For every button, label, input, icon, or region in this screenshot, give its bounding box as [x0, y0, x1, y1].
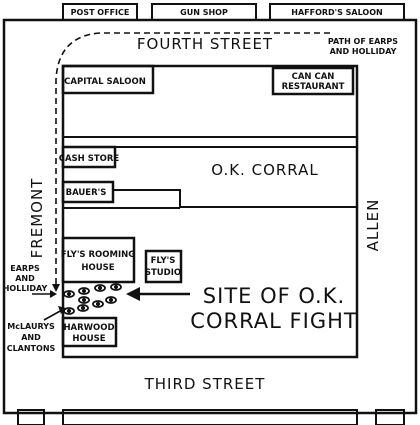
earps-path	[55, 32, 330, 288]
site-line2: CORRAL FIGHT	[190, 309, 357, 333]
bauers-label: BAUER'S	[66, 188, 107, 198]
flys-rooming-line2: HOUSE	[81, 263, 114, 273]
ok-corral-label: O.K. CORRAL	[211, 161, 318, 179]
flys-studio-line1: FLY'S	[151, 256, 176, 266]
can-can-line1: CAN CAN	[292, 72, 335, 82]
mclaurys-arrowhead	[58, 306, 66, 314]
earps-line2: AND	[15, 274, 35, 283]
combatant-figures	[63, 283, 122, 315]
capital-saloon-label: CAPITAL SALOON	[64, 77, 146, 87]
mclaurys-line2: AND	[21, 333, 41, 342]
building-gun-shop	[151, 3, 257, 21]
harwood-line1: HARWOOD	[63, 323, 114, 333]
building-bottom-right	[375, 409, 405, 425]
inner-block	[61, 64, 359, 359]
post-office-label: POST OFFICE	[71, 8, 130, 17]
site-line1: SITE OF O.K.	[203, 284, 345, 308]
third-street-label: THIRD STREET	[144, 375, 266, 393]
mclaurys-line1: McLAURYS	[7, 322, 55, 331]
building-flys-rooming-house	[61, 236, 136, 284]
flys-studio-line2: STUDIO	[145, 268, 181, 278]
building-bauers	[61, 180, 115, 204]
path-note-line2: AND HOLLIDAY	[330, 47, 397, 56]
earps-path-arrowhead	[52, 284, 60, 292]
building-capital-saloon	[61, 64, 155, 95]
building-bottom-left	[17, 409, 45, 425]
building-post-office	[62, 3, 138, 21]
building-flys-studio	[144, 249, 183, 284]
building-bottom-middle	[62, 409, 358, 425]
fourth-street-label: FOURTH STREET	[137, 35, 273, 53]
haffords-saloon-label: HAFFORD'S SALOON	[291, 8, 382, 17]
earps-line1: EARPS	[10, 264, 40, 273]
building-can-can	[271, 66, 355, 96]
gun-shop-label: GUN SHOP	[180, 8, 228, 17]
earps-line3: HOLLIDAY	[3, 284, 48, 293]
corral-lower-edge	[113, 189, 357, 208]
mclaurys-line3: CLANTONS	[7, 344, 56, 353]
building-cash-store	[61, 145, 117, 169]
fremont-street-label: FREMONT	[28, 178, 46, 259]
allen-street-label: ALLEN	[364, 199, 382, 252]
harwood-line2: HOUSE	[72, 334, 105, 344]
can-can-line2: RESTAURANT	[282, 82, 345, 92]
site-arrowhead	[126, 287, 140, 301]
building-harwood-house	[61, 316, 118, 348]
mclaurys-arrow	[43, 309, 63, 321]
cash-store-label: CASH STORE	[59, 154, 120, 164]
path-note-line1: PATH OF EARPS	[328, 37, 398, 46]
earps-arrowhead	[50, 290, 57, 298]
flys-rooming-line1: FLY'S ROOMING	[61, 250, 135, 260]
building-haffords-saloon	[269, 3, 405, 21]
